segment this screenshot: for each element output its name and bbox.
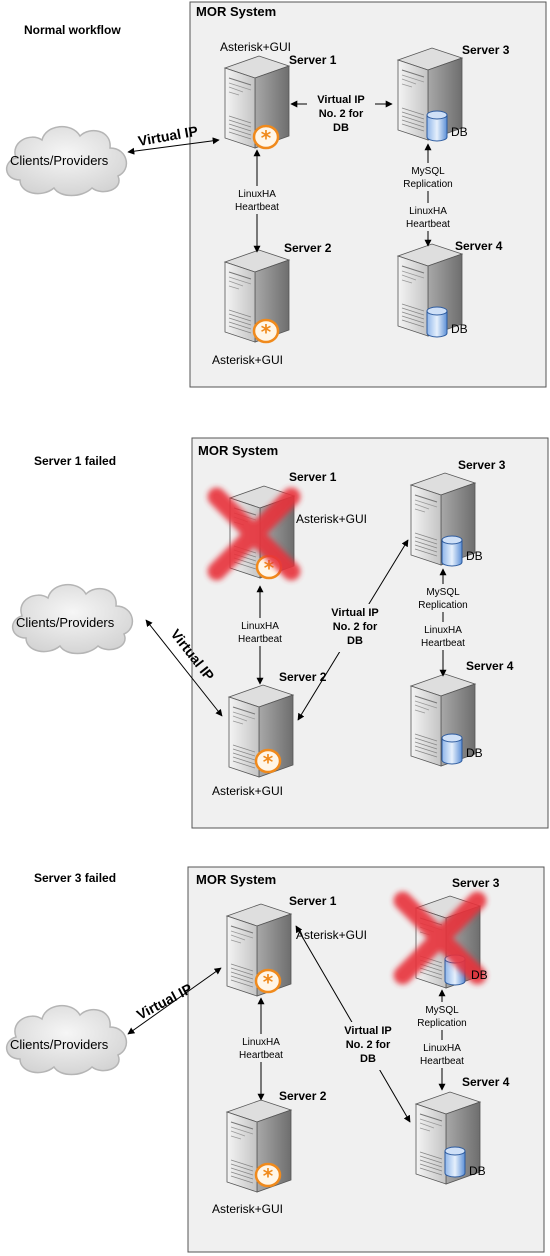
server1-label: Server 1 [289,470,337,484]
virtual-ip-link [145,619,223,717]
panel-server1-failed: Server 1 failed MOR System Clients/Provi… [11,437,549,829]
asterisk-icon [254,748,282,776]
db-label: DB [466,549,483,563]
vip2-label-3: DB [333,122,349,134]
linuxha-label: LinuxHA [409,206,447,217]
linuxha-label: LinuxHA [423,1043,461,1054]
asterisk-icon [254,1162,282,1190]
server2-label: Server 2 [279,670,327,684]
asterisk-icon [252,318,280,346]
database-icon [444,1146,466,1178]
system-title: MOR System [198,443,278,458]
mysql-label: MySQL [411,166,445,177]
replication-label: Replication [418,600,467,611]
mysql-label: MySQL [425,1005,459,1016]
linuxha-label: LinuxHA [238,189,276,200]
clients-label: Clients/Providers [10,1037,109,1052]
db-label: DB [469,1164,486,1178]
vip2-label-2: No. 2 for [319,108,364,120]
asterisk-gui-label: Asterisk+GUI [296,512,367,526]
asterisk-gui-label: Asterisk+GUI [212,1202,283,1216]
asterisk-gui-label: Asterisk+GUI [212,784,283,798]
server1-label: Server 1 [289,53,337,67]
server2-label: Server 2 [284,241,332,255]
heartbeat-label: Heartbeat [239,1050,283,1061]
heartbeat-label: Heartbeat [235,202,279,213]
virtual-ip-link [127,967,222,1035]
panel-heading: Normal workflow [24,23,121,37]
linuxha-label: LinuxHA [242,1037,280,1048]
linuxha-label: LinuxHA [424,625,462,636]
vip2-label-2: No. 2 for [346,1039,391,1051]
vip2-label-2: No. 2 for [333,621,378,633]
mysql-label: MySQL [426,587,460,598]
system-title: MOR System [196,4,276,19]
vip2-label-1: Virtual IP [331,607,378,619]
panel-server3-failed: Server 3 failed MOR System Clients/Provi… [5,866,545,1253]
database-icon [441,733,463,765]
asterisk-icon [254,968,282,996]
server3-label: Server 3 [452,876,500,890]
vip2-label-1: Virtual IP [317,94,364,106]
replication-label: Replication [403,179,452,190]
vip2-label-3: DB [347,635,363,647]
asterisk-icon [252,124,280,152]
heartbeat-label: Heartbeat [238,634,282,645]
server2-label: Server 2 [279,1089,327,1103]
virtual-ip-link [127,137,220,155]
system-title: MOR System [196,872,276,887]
heartbeat-label: Heartbeat [420,1056,464,1067]
virtual-ip-label: Virtual IP [134,980,195,1023]
database-icon [441,535,463,567]
panel-heading: Server 3 failed [34,871,116,885]
server4-label: Server 4 [466,659,514,673]
clients-label: Clients/Providers [10,153,109,168]
server4-label: Server 4 [455,239,503,253]
heartbeat-label: Heartbeat [421,638,465,649]
db-label: DB [451,322,468,336]
replication-label: Replication [417,1018,466,1029]
server3-label: Server 3 [458,458,506,472]
server1-label: Server 1 [289,894,337,908]
server3-label: Server 3 [462,43,510,57]
vip2-label-3: DB [360,1053,376,1065]
db-label: DB [451,125,468,139]
vip2-label-1: Virtual IP [344,1025,391,1037]
database-icon [426,110,448,142]
clients-label: Clients/Providers [16,615,115,630]
asterisk-gui-label: Asterisk+GUI [212,353,283,367]
asterisk-gui-label: Asterisk+GUI [296,928,367,942]
database-icon [426,306,448,338]
linuxha-label: LinuxHA [241,621,279,632]
panel-normal-workflow: Normal workflow MOR System Clients/Provi… [5,1,547,388]
heartbeat-label: Heartbeat [406,219,450,230]
db-label: DB [471,968,488,982]
panel-heading: Server 1 failed [34,454,116,468]
db-label: DB [466,746,483,760]
server4-label: Server 4 [462,1075,510,1089]
asterisk-gui-label: Asterisk+GUI [220,40,291,54]
